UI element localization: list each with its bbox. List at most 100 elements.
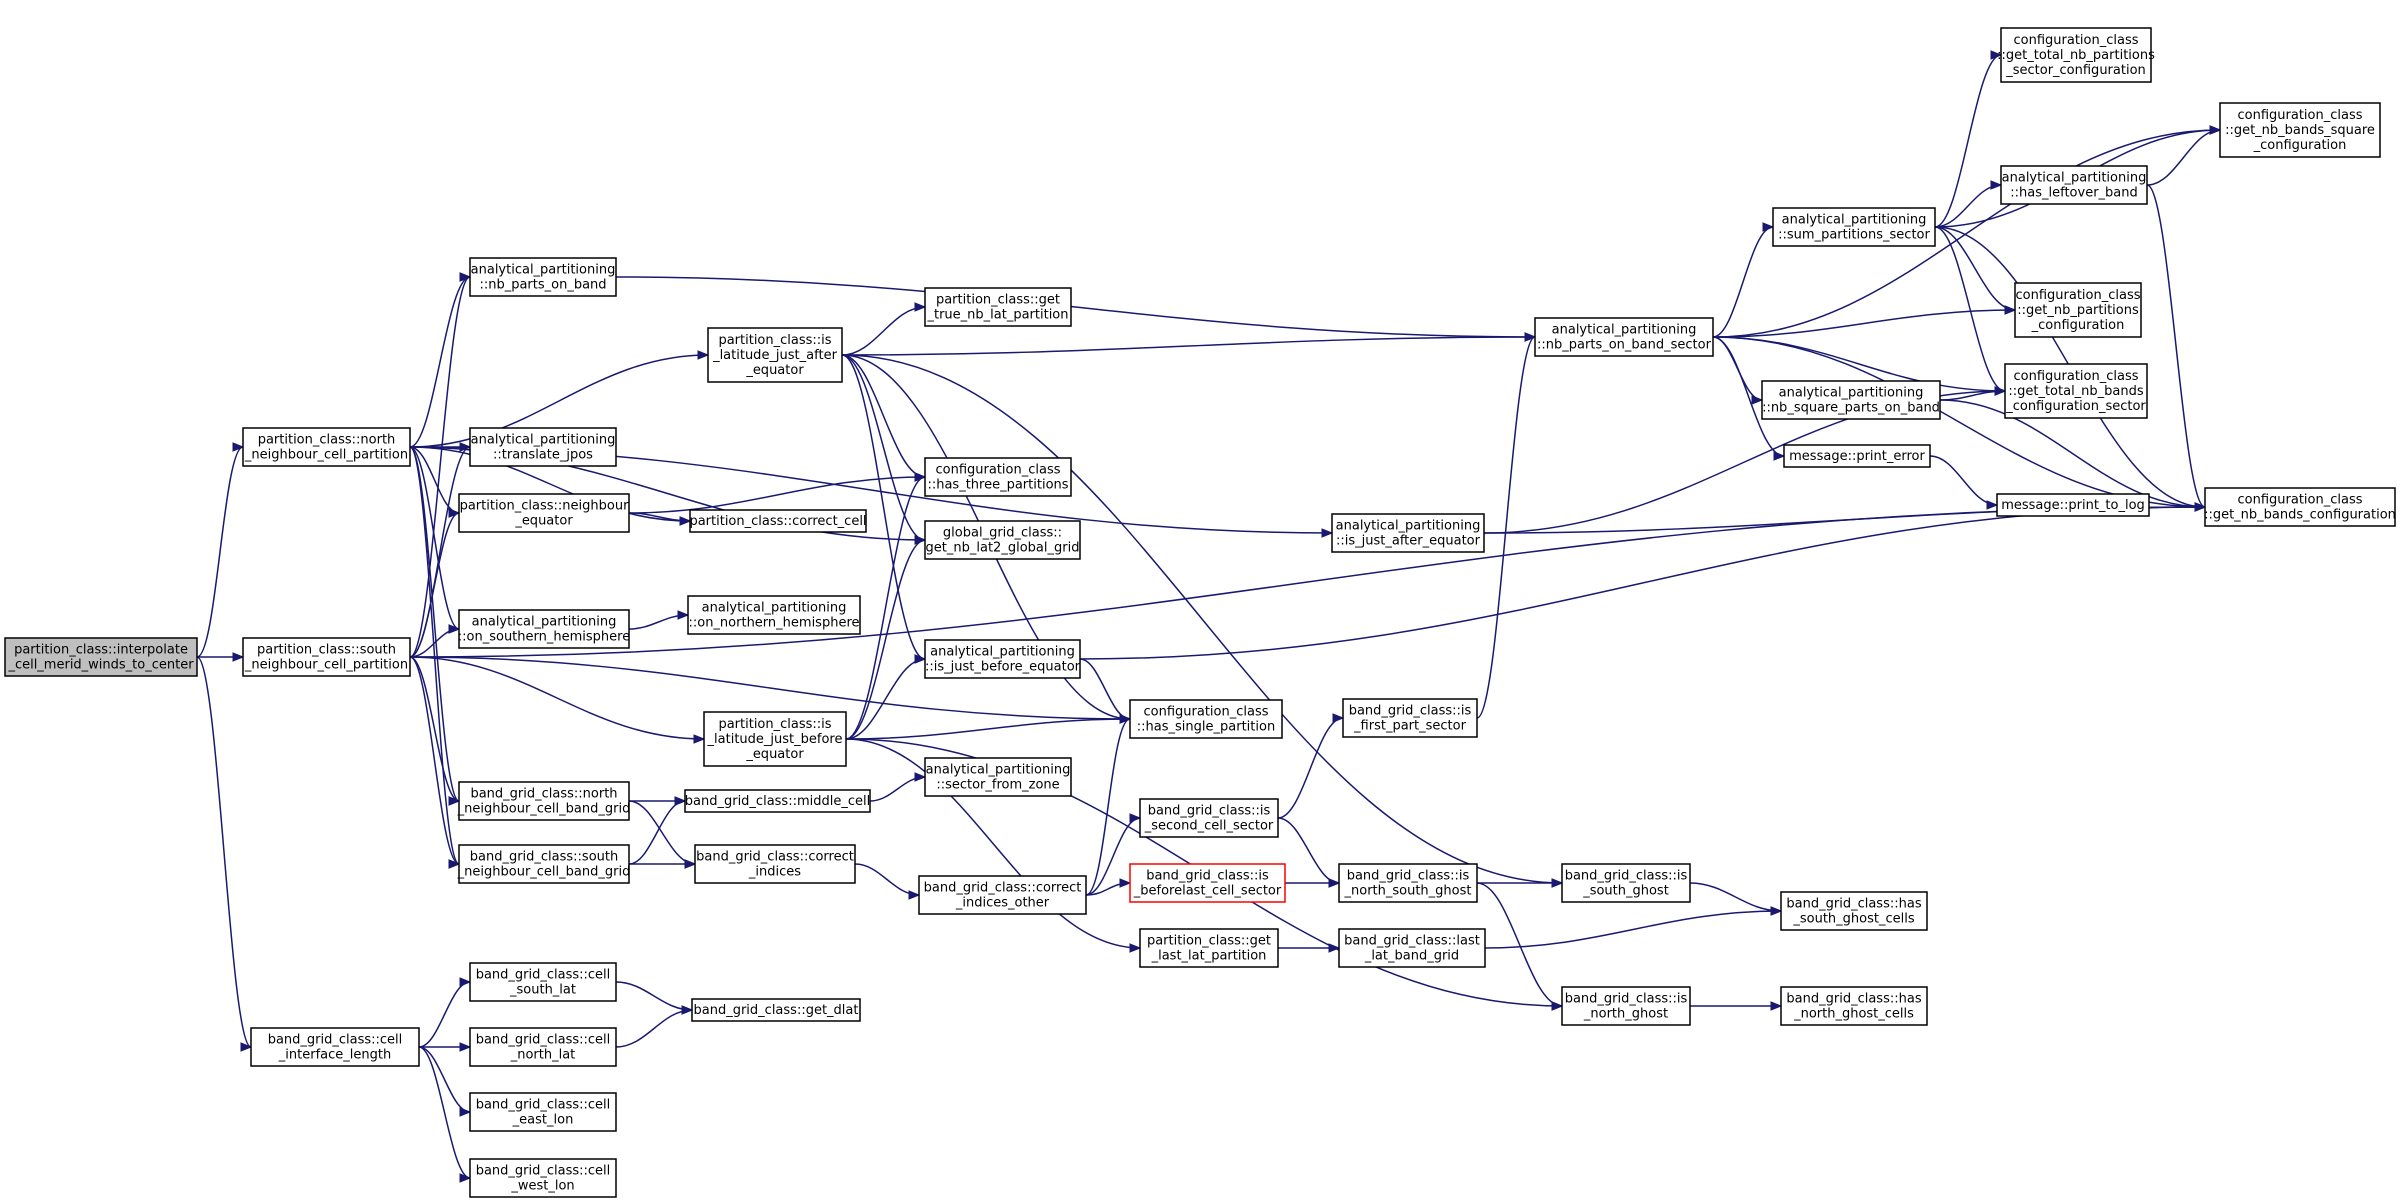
node-second-cell[interactable]: band_grid_class::is_second_cell_sector <box>1139 798 1279 838</box>
node-label: _configuration <box>2031 318 2125 333</box>
node-lat-before[interactable]: partition_class::is_latitude_just_before… <box>703 711 847 767</box>
node-total-parts-sector[interactable]: configuration_class::get_total_nb_partit… <box>1997 27 2155 83</box>
arrowhead <box>1129 813 1142 823</box>
node-label: _cell_merid_winds_to_center <box>7 658 194 673</box>
node-beforelast[interactable]: band_grid_class::is_beforelast_cell_sect… <box>1129 863 1286 903</box>
node-label: partition_class::get <box>1147 934 1271 949</box>
node-box <box>1338 863 1478 903</box>
node-south-ghost[interactable]: band_grid_class::is_south_ghost <box>1561 863 1691 903</box>
node-label: _neighbour_cell_band_grid <box>457 865 631 880</box>
edge-interp-to-north_part <box>196 446 244 658</box>
node-nb-parts-band[interactable]: analytical_partitioning::nb_parts_on_ban… <box>469 257 617 297</box>
arrowhead <box>240 1042 253 1052</box>
node-neigh-eq[interactable]: partition_class::neighbour_equator <box>458 493 630 533</box>
node-label: band_grid_class::is <box>1565 869 1688 884</box>
node-middle-cell[interactable]: band_grid_class::middle_cell <box>684 789 871 813</box>
node-bands-square[interactable]: configuration_class::get_nb_bands_square… <box>2219 102 2381 158</box>
node-label: _neighbour_cell_band_grid <box>457 802 631 817</box>
edge-north_part-to-nb_parts_band <box>409 276 471 448</box>
node-label: _configuration_sector <box>2005 399 2146 414</box>
node-leftover[interactable]: analytical_partitioning::has_leftover_ba… <box>2000 165 2148 205</box>
node-east-lon[interactable]: band_grid_class::cell_east_lon <box>469 1092 617 1132</box>
edge-print_error-to-print_log <box>1929 455 1998 506</box>
node-total-bands-sector[interactable]: configuration_class::get_total_nb_bands_… <box>2004 363 2148 419</box>
node-print-log[interactable]: message::print_to_log <box>1996 493 2150 517</box>
node-on-south[interactable]: analytical_partitioning::on_southern_hem… <box>458 609 630 649</box>
edge-lat_after-to-before_eq <box>841 354 926 660</box>
node-label: band_grid_class::has <box>1786 992 1921 1007</box>
arrowhead <box>2194 502 2207 512</box>
edge-sum_parts-to-leftover <box>1934 184 2002 228</box>
node-label: band_grid_class::middle_cell <box>685 794 870 809</box>
node-box <box>469 427 617 467</box>
node-correct-cell[interactable]: partition_class::correct_cell <box>689 509 867 533</box>
node-label: configuration_class <box>2015 288 2140 303</box>
node-bands-conf[interactable]: configuration_class::get_nb_bands_config… <box>2204 487 2396 527</box>
node-get-dlat[interactable]: band_grid_class::get_dlat <box>691 998 861 1022</box>
node-south-band[interactable]: band_grid_class::south_neighbour_cell_ba… <box>457 844 631 884</box>
node-three-parts[interactable]: configuration_class::has_three_partition… <box>924 457 1072 497</box>
node-label: _lat_band_grid <box>1364 949 1459 964</box>
node-last-lat[interactable]: partition_class::get_last_lat_partition <box>1139 928 1279 968</box>
node-after-eq[interactable]: analytical_partitioning::is_just_after_e… <box>1331 513 1485 553</box>
node-box <box>458 609 630 649</box>
node-box <box>469 1092 617 1132</box>
node-north-lat[interactable]: band_grid_class::cell_north_lat <box>469 1027 617 1067</box>
edge-cell_if-to-east_lon <box>418 1046 471 1113</box>
node-ns-ghost[interactable]: band_grid_class::is_north_south_ghost <box>1338 863 1478 903</box>
node-get-nb-parts[interactable]: configuration_class::get_nb_partitions_c… <box>2014 282 2142 338</box>
node-print-error[interactable]: message::print_error <box>1783 444 1931 468</box>
node-translate-jpos[interactable]: analytical_partitioning::translate_jpos <box>469 427 617 467</box>
node-label: ::nb_parts_on_band_sector <box>1537 338 1712 353</box>
node-label: _equator <box>514 514 573 529</box>
arrowhead <box>914 772 927 782</box>
node-nb-parts-sector[interactable]: analytical_partitioning::nb_parts_on_ban… <box>1534 317 1714 357</box>
node-has-north[interactable]: band_grid_class::has_north_ghost_cells <box>1780 986 1928 1026</box>
node-label: band_grid_class::get_dlat <box>694 1003 859 1018</box>
edge-north_part-to-lat_after <box>409 354 709 448</box>
node-box <box>703 711 847 767</box>
node-nb-square[interactable]: analytical_partitioning::nb_square_parts… <box>1761 380 1941 420</box>
node-single-part[interactable]: configuration_class::has_single_partitio… <box>1129 699 1283 739</box>
node-label: ::on_southern_hemisphere <box>458 630 630 645</box>
node-south-part[interactable]: partition_class::south_neighbour_cell_pa… <box>242 637 411 677</box>
node-north-ghost[interactable]: band_grid_class::is_north_ghost <box>1561 986 1691 1026</box>
node-before-eq[interactable]: analytical_partitioning::is_just_before_… <box>924 639 1081 679</box>
node-sector-zone[interactable]: analytical_partitioning::sector_from_zon… <box>924 757 1072 797</box>
node-box <box>458 781 630 821</box>
node-cell-if[interactable]: band_grid_class::cell_interface_length <box>250 1027 420 1067</box>
node-box <box>694 844 856 884</box>
node-lat-after[interactable]: partition_class::is_latitude_just_after_… <box>707 327 843 383</box>
node-correct-other[interactable]: band_grid_class::correct_indices_other <box>918 875 1087 915</box>
arrowhead <box>679 516 692 526</box>
arrowhead <box>1129 943 1142 953</box>
arrowhead <box>674 796 687 806</box>
node-nb-lat2[interactable]: global_grid_class::get_nb_lat2_global_gr… <box>924 520 1081 560</box>
node-has-south[interactable]: band_grid_class::has_south_ghost_cells <box>1780 891 1928 931</box>
edge-north_part-to-north_band <box>409 446 460 802</box>
edge-south_part-to-bands_conf <box>409 506 2206 658</box>
node-label: _second_cell_sector <box>1144 819 1274 834</box>
node-sum-parts[interactable]: analytical_partitioning::sum_partitions_… <box>1772 207 1936 247</box>
node-north-band[interactable]: band_grid_class::north_neighbour_cell_ba… <box>457 781 631 821</box>
edge-south_part-to-nb_parts_band <box>409 276 471 658</box>
node-north-part[interactable]: partition_class::north_neighbour_cell_pa… <box>242 427 411 467</box>
node-true-nb-lat[interactable]: partition_class::get_true_nb_lat_partiti… <box>924 287 1072 327</box>
arrowhead <box>459 1107 472 1117</box>
node-label: _west_lon <box>510 1179 574 1194</box>
node-label: ::is_just_before_equator <box>925 660 1081 675</box>
node-label: _equator <box>745 747 804 762</box>
node-correct-indices[interactable]: band_grid_class::correct_indices <box>694 844 856 884</box>
node-west-lon[interactable]: band_grid_class::cell_west_lon <box>469 1158 617 1198</box>
node-south-lat[interactable]: band_grid_class::cell_south_lat <box>469 962 617 1002</box>
node-box <box>469 257 617 297</box>
node-box <box>1783 444 1931 468</box>
node-first-part[interactable]: band_grid_class::is_first_part_sector <box>1342 698 1478 738</box>
node-interp[interactable]: partition_class::interpolate_cell_merid_… <box>4 637 198 677</box>
node-last-lat-band[interactable]: band_grid_class::last_lat_band_grid <box>1338 928 1486 968</box>
node-on-north[interactable]: analytical_partitioning::on_northern_hem… <box>687 595 861 635</box>
node-label: analytical_partitioning <box>926 763 1071 778</box>
edge-south_part-to-south_band <box>409 656 460 865</box>
node-label: band_grid_class::north <box>470 787 617 802</box>
